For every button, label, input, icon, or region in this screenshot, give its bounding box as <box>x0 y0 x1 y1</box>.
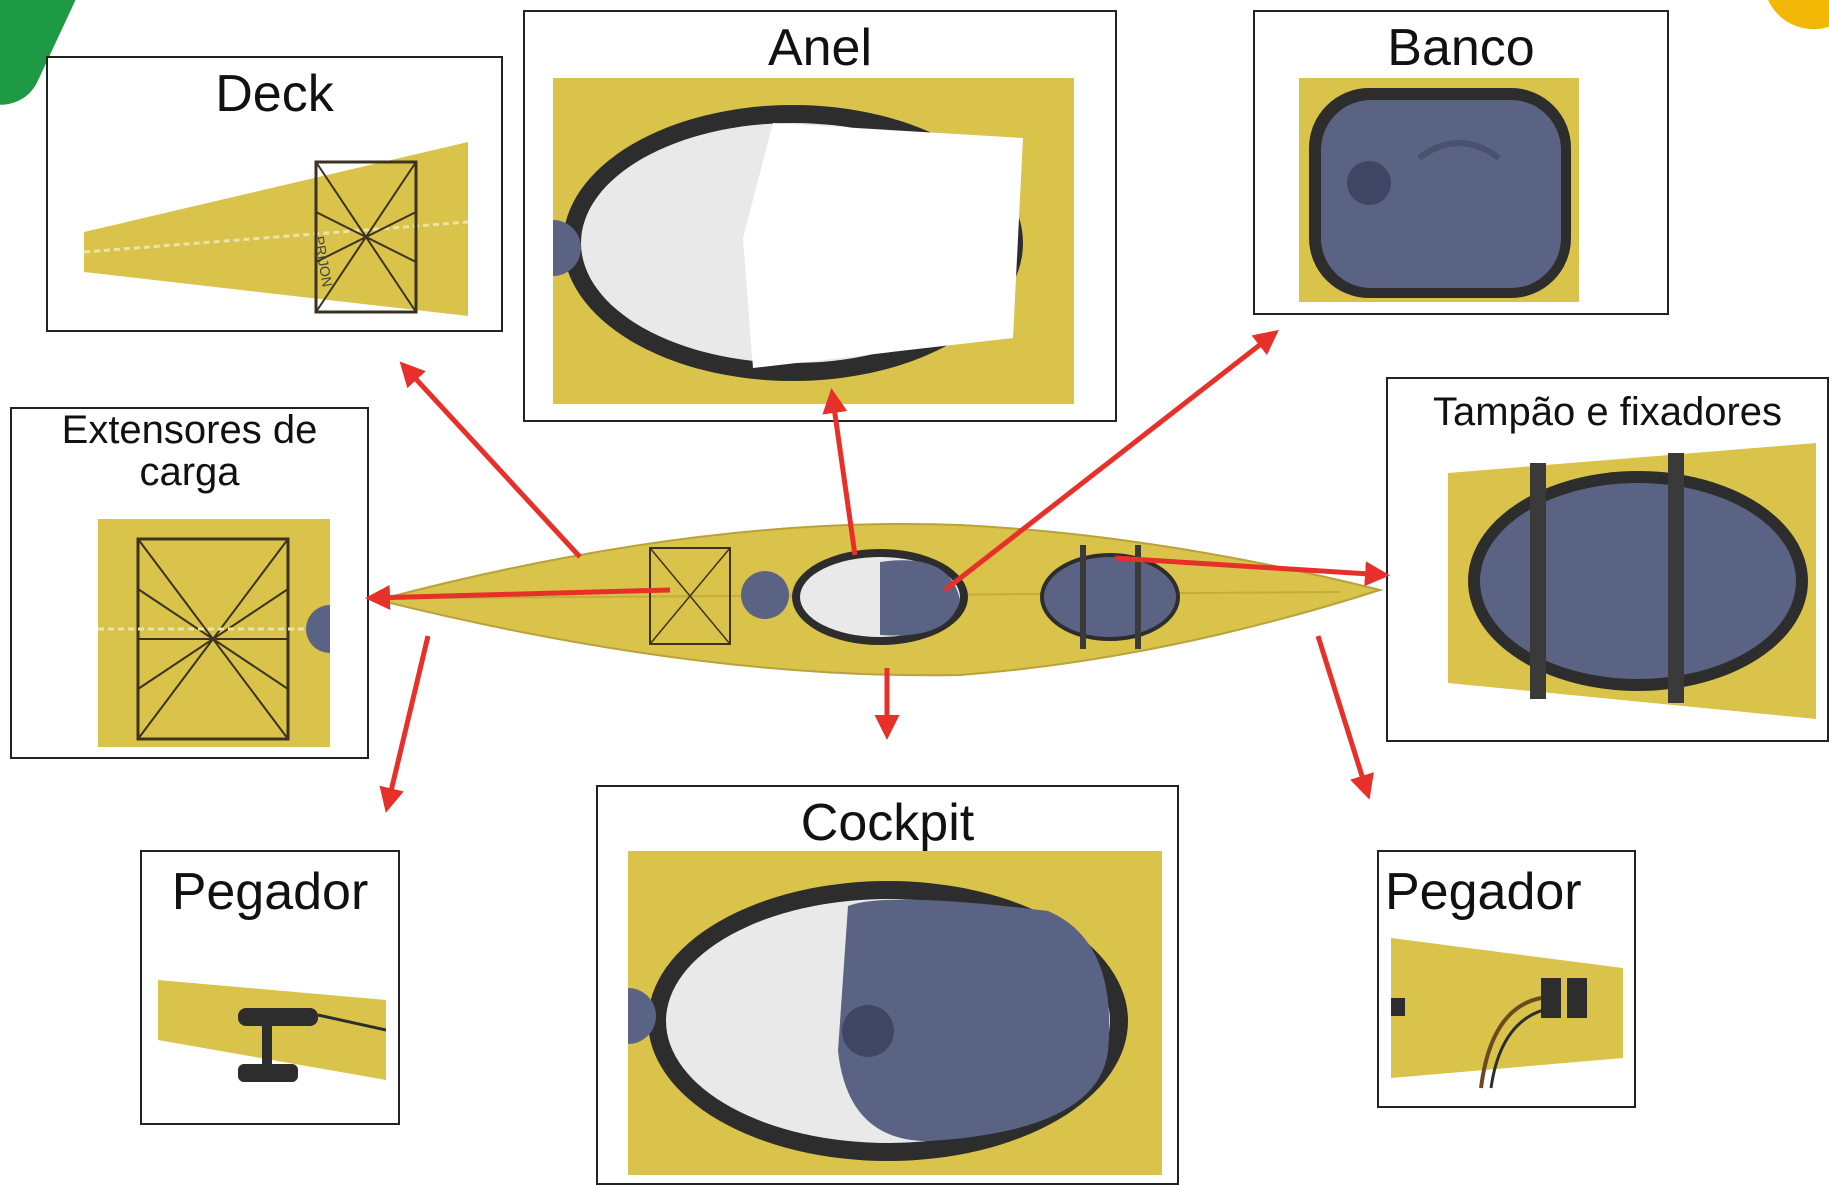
arrow-extensores <box>370 590 670 598</box>
pegador-left-title: Pegador <box>142 866 398 918</box>
arrow-tampao <box>1115 558 1385 575</box>
pegador-right-image <box>1391 938 1623 1094</box>
deck-title: Deck <box>48 68 501 120</box>
banco-title: Banco <box>1255 22 1667 74</box>
tampao-image <box>1448 443 1816 719</box>
extensores-panel: Extensores de carga <box>10 407 369 759</box>
tampao-title: Tampão e fixadores <box>1388 391 1827 433</box>
cockpit-title: Cockpit <box>598 797 1177 849</box>
kayak-body <box>378 524 1380 675</box>
pegador-left-panel: Pegador <box>140 850 400 1125</box>
arrow-pegador-right <box>1318 636 1368 795</box>
pegador-right-title: Pegador <box>1379 866 1634 918</box>
cockpit-image <box>628 851 1162 1175</box>
banco-panel: Banco <box>1253 10 1669 315</box>
pegador-left-image <box>158 960 386 1110</box>
cockpit-panel: Cockpit <box>596 785 1179 1185</box>
anel-title: Anel <box>525 22 1115 74</box>
pegador-right-panel: Pegador <box>1377 850 1636 1108</box>
arrow-pegador-left <box>387 636 428 808</box>
extensores-title: Extensores de carga <box>12 409 367 493</box>
tampao-panel: Tampão e fixadores <box>1386 377 1829 742</box>
banco-image <box>1299 78 1579 302</box>
anel-panel: Anel <box>523 10 1117 422</box>
decorative-corner-yellow <box>1760 0 1829 43</box>
anel-image <box>553 78 1074 404</box>
deck-image: PRIJON <box>84 122 468 316</box>
extensores-image <box>98 519 330 747</box>
deck-panel: Deck PRIJON <box>46 56 503 332</box>
